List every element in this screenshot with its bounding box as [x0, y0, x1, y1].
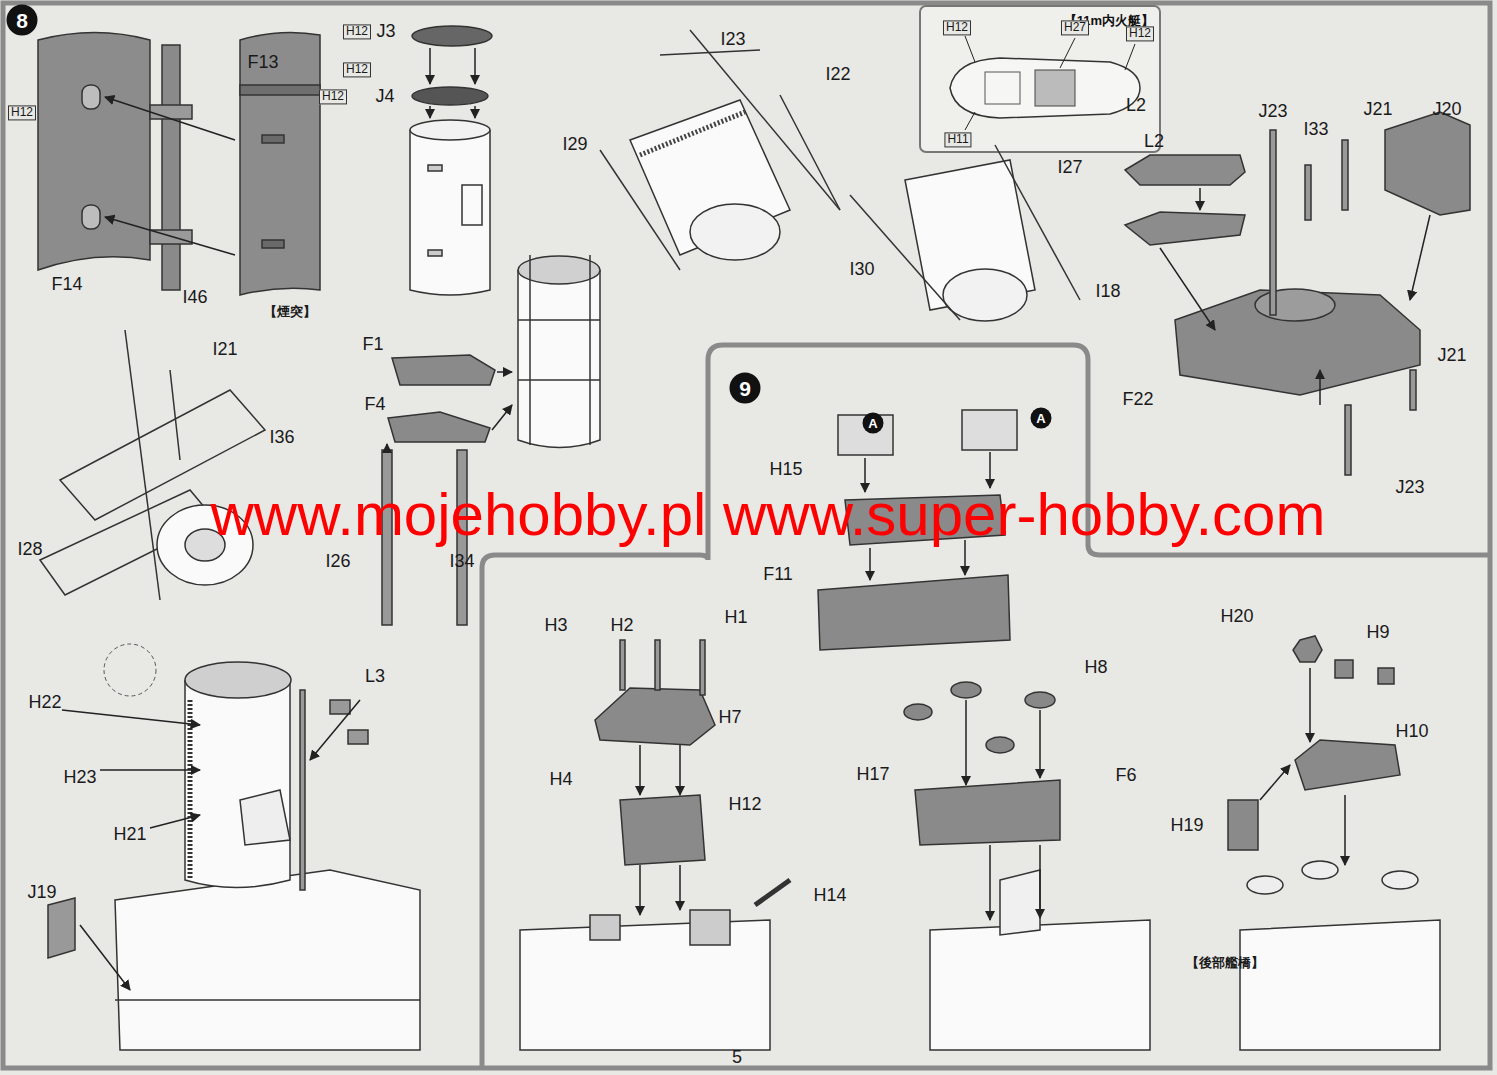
boat-part: [950, 58, 1140, 118]
part-number: I21: [212, 340, 237, 360]
assembly-arrows: [1160, 188, 1430, 405]
railing-frame: [40, 330, 265, 600]
part-number: I33: [1303, 120, 1328, 140]
part-number: J23: [1395, 478, 1424, 498]
part-number: J4: [375, 87, 394, 107]
boat-part: [985, 72, 1020, 104]
part-number: L2: [1144, 132, 1164, 152]
part-number: H14: [813, 886, 846, 906]
part-number: H1: [724, 608, 747, 628]
part-number: F22: [1122, 390, 1153, 410]
step-label: 9: [739, 378, 751, 399]
part-number: J23: [1258, 102, 1287, 122]
assembly-arrows: [430, 48, 475, 118]
part-number: I34: [449, 552, 474, 572]
funnel-assembly: [518, 255, 600, 448]
assembly-arrows: [640, 668, 1345, 920]
paint-code: H12: [1126, 26, 1154, 41]
part-number: H7: [718, 708, 741, 728]
section-caption: 【後部艦橋】: [1186, 956, 1264, 970]
assembly-arrows: [62, 700, 360, 990]
part-number: F14: [51, 275, 82, 295]
paint-code: H12: [343, 62, 371, 77]
paint-code: H12: [343, 24, 371, 39]
searchlight-tower: [850, 145, 1080, 321]
part-number: I30: [849, 260, 874, 280]
part-number: I46: [182, 288, 207, 308]
funnel-cap: [410, 26, 492, 295]
part-number: H8: [1084, 658, 1107, 678]
section-caption: 【煙突】: [264, 305, 316, 319]
part-number: F11: [763, 565, 793, 585]
part-number: H15: [769, 460, 802, 480]
boat-part: [1035, 70, 1075, 106]
rear-bridge-parts: [520, 636, 1440, 1050]
part-number: J3: [376, 22, 395, 42]
part-number: H9: [1366, 623, 1389, 643]
boat-deck-parts: [1125, 112, 1470, 475]
part-number: I36: [269, 428, 294, 448]
part-number: H3: [544, 616, 567, 636]
part-number: H17: [856, 765, 889, 785]
part-number: F13: [247, 53, 278, 73]
leader-lines: [965, 36, 1135, 130]
step-number: A: [1030, 407, 1052, 429]
watermark: www.mojehobby.pl www.super-hobby.com: [211, 485, 1326, 545]
part-number: H12: [728, 795, 761, 815]
part-number: F1: [362, 335, 383, 355]
step-label: A: [868, 417, 877, 430]
step-label: A: [1036, 412, 1045, 425]
part-number: J21: [1363, 100, 1392, 120]
step-number: A: [862, 412, 884, 434]
part-number: H23: [63, 768, 96, 788]
part-number: J21: [1437, 346, 1466, 366]
part-number: H2: [610, 616, 633, 636]
part-number: I28: [17, 540, 42, 560]
step-number: 8: [6, 4, 38, 36]
part-number: I18: [1095, 282, 1120, 302]
assembly-arrows: [105, 97, 235, 255]
step-number: 9: [729, 372, 761, 404]
searchlight-tower: [600, 30, 840, 270]
part-number: H21: [113, 825, 146, 845]
paint-code: H11: [944, 132, 971, 147]
part-number: H4: [549, 770, 572, 790]
part-number: F6: [1115, 766, 1136, 786]
part-number: H10: [1395, 722, 1428, 742]
page-frame: [3, 3, 1490, 1068]
part-number: H22: [28, 693, 61, 713]
part-number: I29: [562, 135, 587, 155]
funnel-plates: [38, 32, 320, 295]
page-number: 5: [732, 1048, 742, 1068]
part-number: I22: [825, 65, 850, 85]
part-number: H20: [1220, 607, 1253, 627]
paint-code: H12: [943, 20, 971, 35]
assembly-arrows: [387, 372, 512, 448]
detail-circle: [104, 644, 156, 696]
paint-code: H12: [8, 105, 36, 120]
inset-frame: [920, 6, 1160, 152]
step-label: 8: [16, 10, 28, 31]
paint-code: H27: [1061, 20, 1089, 35]
bridge-assembly: [48, 662, 420, 1050]
part-number: I26: [325, 552, 350, 572]
paint-code: H12: [319, 89, 347, 104]
part-number: L3: [365, 667, 385, 687]
part-number: I23: [720, 30, 745, 50]
part-number: J20: [1432, 100, 1461, 120]
part-number: J19: [27, 883, 56, 903]
step-region: [482, 345, 1490, 1068]
part-number: H19: [1170, 816, 1203, 836]
part-number: I27: [1057, 158, 1082, 178]
part-number: L2: [1126, 96, 1146, 116]
part-number: F4: [364, 395, 385, 415]
